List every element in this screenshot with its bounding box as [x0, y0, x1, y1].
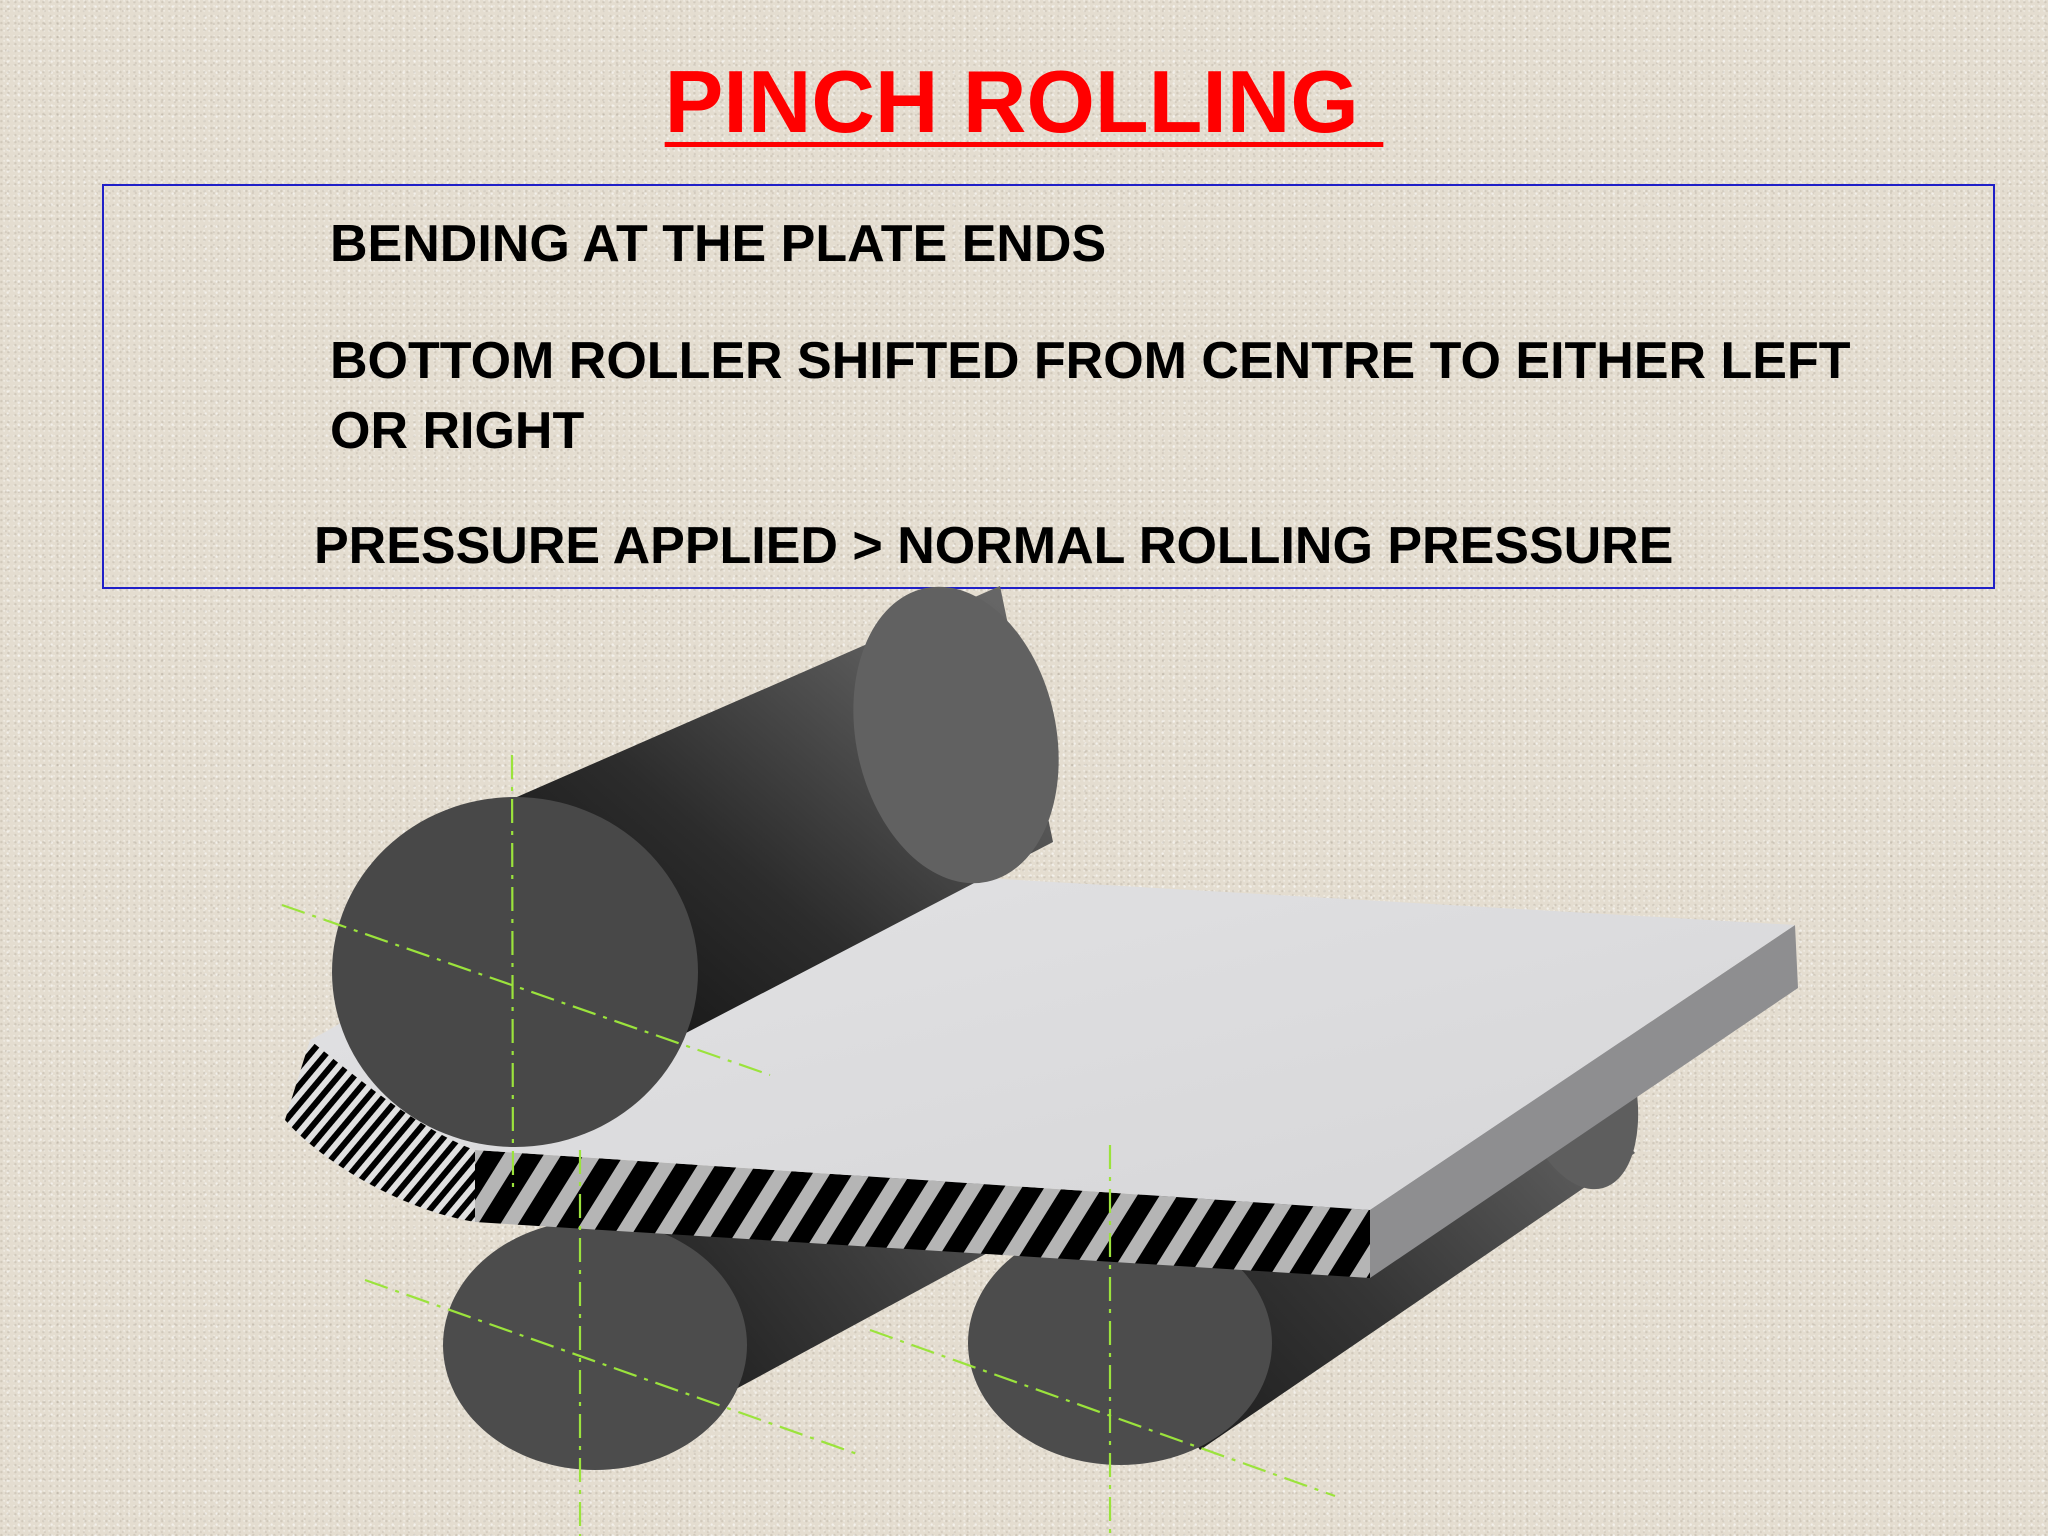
plate-right-edge [1370, 925, 1798, 1278]
top-roller-vertical-centreline [510, 754, 515, 1191]
description-box: BENDING AT THE PLATE ENDS BOTTOM ROLLER … [102, 184, 1995, 589]
top-roller-end-face [332, 797, 698, 1147]
top-roller-far-cap [853, 586, 1059, 884]
plate-flat-section-stripes [475, 1150, 1370, 1278]
point-bottom-roller-shifted: BOTTOM ROLLER SHIFTED FROM CENTRE TO EIT… [330, 332, 1851, 460]
slide-title: PINCH ROLLING [0, 52, 2048, 152]
bottom-right-roller-end-face [968, 1221, 1272, 1465]
plate-bent-end-stripes [285, 1040, 475, 1222]
point-bending-at-ends: BENDING AT THE PLATE ENDS [330, 215, 1107, 273]
centre-lines [281, 754, 1336, 1536]
top-roller [332, 586, 1059, 1147]
bottom-left-roller-end-face [443, 1220, 747, 1470]
point-pressure-applied: PRESSURE APPLIED > NORMAL ROLLING PRESSU… [314, 517, 1674, 575]
bottom-right-axis-centreline [869, 1328, 1336, 1498]
top-roller-axis-centreline [281, 903, 771, 1077]
slide-title-text: PINCH ROLLING [664, 52, 1384, 151]
